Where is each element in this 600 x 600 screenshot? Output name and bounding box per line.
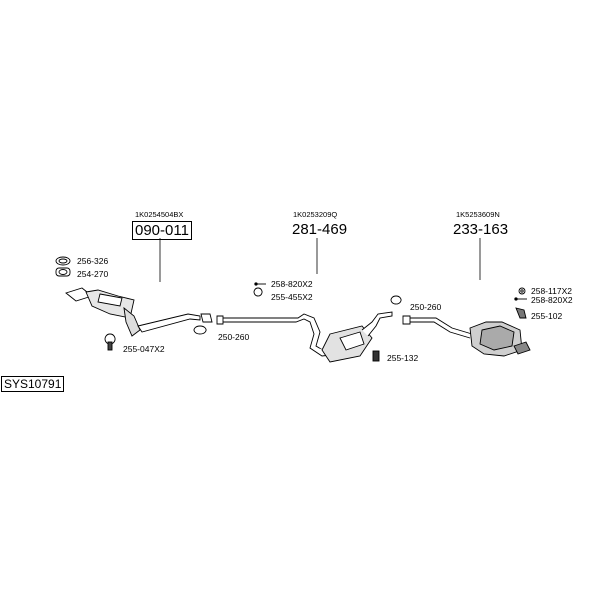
part-label[interactable]: 255-102 — [531, 311, 563, 321]
part-label[interactable]: 258-820X2 — [271, 279, 313, 289]
part-number-front[interactable]: 090-011 — [132, 221, 192, 240]
oem-number-rear: 1K5253609N — [456, 210, 500, 219]
front-small-parts — [55, 256, 213, 351]
oem-number-middle: 1K0253209Q — [293, 210, 338, 219]
part-label[interactable]: 250-260 — [218, 332, 250, 342]
oem-number-front: 1K0254504BX — [135, 210, 184, 219]
part-number-rear[interactable]: 233-163 — [453, 221, 509, 238]
part-label[interactable]: 258-820X2 — [531, 295, 573, 305]
part-label[interactable]: 254-270 — [77, 269, 109, 279]
part-number-middle[interactable]: 281-469 — [292, 221, 348, 238]
part-label[interactable]: 255-455X2 — [271, 292, 313, 302]
part-label[interactable]: 250-260 — [410, 302, 442, 312]
rear-pipe-silencer — [402, 287, 531, 357]
part-label[interactable]: 255-132 — [387, 353, 419, 363]
front-pipe-catalyst — [65, 287, 201, 337]
part-label[interactable]: 256-326 — [77, 256, 109, 266]
part-label[interactable]: 255-047X2 — [123, 344, 165, 354]
middle-pipe-muffler — [216, 282, 402, 363]
system-code: SYS10791 — [1, 376, 65, 392]
part-label[interactable]: 258-117X2 — [531, 286, 572, 296]
